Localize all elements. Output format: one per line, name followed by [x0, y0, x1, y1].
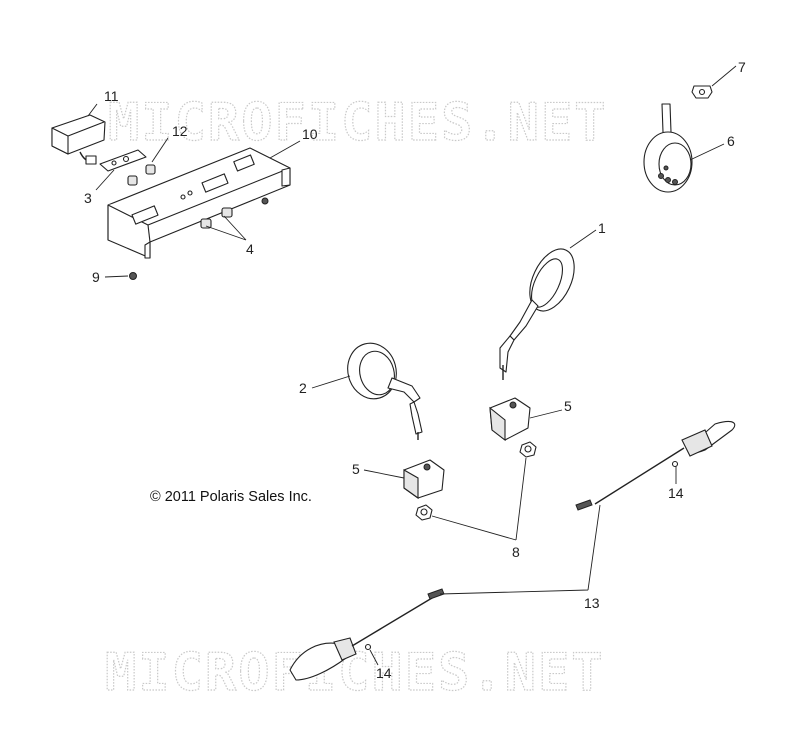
callout-7: 7 — [738, 59, 746, 75]
callout-5-lower: 5 — [352, 461, 360, 477]
callout-6: 6 — [727, 133, 735, 149]
leader-lines — [87, 65, 737, 666]
part-8-nuts — [415, 441, 537, 521]
callout-4: 4 — [246, 241, 254, 257]
callout-8: 8 — [512, 544, 520, 560]
part-1-mirror-right — [499, 248, 575, 380]
part-4-nuts — [200, 207, 233, 229]
part-13-turn-signal-left — [289, 588, 445, 681]
callout-13: 13 — [584, 595, 600, 611]
part-3-plate — [99, 149, 147, 172]
copyright-text: © 2011 Polaris Sales Inc. — [150, 489, 312, 505]
callout-1: 1 — [598, 220, 606, 236]
part-7-bolt — [691, 85, 713, 99]
callout-labels: 11 12 10 3 4 9 7 6 1 2 5 5 8 13 14 14 — [84, 59, 746, 681]
part-2-mirror-left — [347, 342, 423, 440]
callout-10: 10 — [302, 126, 318, 142]
part-6-horn — [643, 103, 693, 193]
callout-5-upper: 5 — [564, 398, 572, 414]
part-11-tail-light — [51, 114, 106, 165]
part-10-bracket — [107, 147, 291, 259]
callout-12: 12 — [172, 123, 188, 139]
part-5-mount-lower — [403, 459, 445, 500]
callout-14-right: 14 — [668, 485, 684, 501]
part-13-turn-signal-right — [575, 421, 736, 511]
callout-9: 9 — [92, 269, 100, 285]
callout-2: 2 — [299, 380, 307, 396]
callout-11: 11 — [104, 88, 119, 104]
part-12-nuts — [127, 164, 156, 186]
callout-3: 3 — [84, 190, 92, 206]
part-5-mount-upper — [489, 397, 531, 442]
callout-14-left: 14 — [376, 665, 392, 681]
part-9-screw — [129, 197, 269, 280]
part-14-screws — [364, 460, 679, 651]
watermark-top: MICROFICHES.NET — [108, 93, 608, 153]
